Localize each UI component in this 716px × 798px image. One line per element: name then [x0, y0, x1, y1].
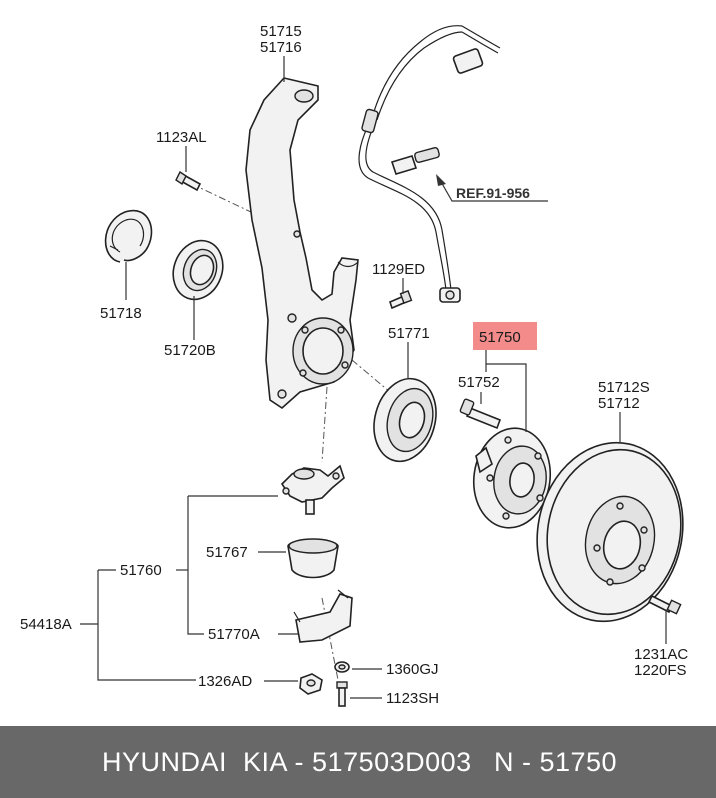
wheel-hub-51750	[472, 427, 552, 529]
washer-1360gj	[334, 661, 350, 673]
bearing-51720b	[172, 239, 224, 301]
label-1220fs: 1220FS	[634, 662, 687, 679]
label-1123al: 1123AL	[156, 129, 207, 146]
parts-diagram: 51715 51716 1123AL REF.91-956 51718 5172…	[20, 23, 688, 707]
footer-part-number: HYUNDAI KIA - 517503D003	[102, 747, 472, 777]
part-labels: 51715 51716 1123AL REF.91-956 51718 5172…	[20, 23, 688, 707]
hub-bolt-51752	[459, 398, 502, 430]
label-54418a: 54418A	[20, 616, 72, 633]
brake-disc-51712	[536, 441, 684, 623]
label-ref: REF.91-956	[456, 185, 530, 201]
label-51760: 51760	[120, 562, 162, 579]
label-1231ac: 1231AC	[634, 646, 688, 663]
ball-joint-51760	[280, 464, 345, 515]
label-51712s: 51712S	[598, 379, 650, 396]
cover-51770a	[293, 589, 353, 643]
label-1129ed: 1129ED	[372, 261, 425, 278]
label-51752: 51752	[458, 374, 500, 391]
snap-ring-51718	[104, 209, 153, 263]
wheel-speed-sensor	[358, 25, 501, 303]
highlight-51750	[473, 322, 537, 350]
label-1326ad: 1326AD	[198, 673, 252, 690]
label-1123sh: 1123SH	[386, 690, 439, 707]
nut-1326ad	[299, 673, 323, 695]
ref-leader	[436, 174, 548, 202]
steering-knuckle	[245, 77, 359, 410]
label-51767: 51767	[206, 544, 248, 561]
label-51770a: 51770A	[208, 626, 260, 643]
label-51771: 51771	[388, 325, 430, 342]
label-51718: 51718	[100, 305, 142, 322]
centerline-knuckle-shield	[351, 359, 391, 393]
bolt-1123al	[175, 170, 202, 192]
footer-reference: N - 51750	[494, 747, 618, 777]
boot-51767	[287, 538, 339, 579]
label-51720b: 51720B	[164, 342, 216, 359]
label-51716: 51716	[260, 39, 302, 56]
label-1360gj: 1360GJ	[386, 661, 439, 678]
bolt-1123sh	[336, 681, 348, 707]
disc-bolt-1231ac	[647, 594, 682, 615]
bolt-1129ed	[389, 290, 413, 310]
dust-shield-51771	[373, 377, 437, 463]
label-51715: 51715	[260, 23, 302, 40]
leader-lines	[80, 56, 667, 699]
footer-bar: HYUNDAI KIA - 517503D003 N - 51750	[0, 726, 716, 798]
label-51712: 51712	[598, 395, 640, 412]
label-51750: 51750	[479, 329, 521, 346]
centerline-knuckle-balljoint	[321, 371, 329, 463]
